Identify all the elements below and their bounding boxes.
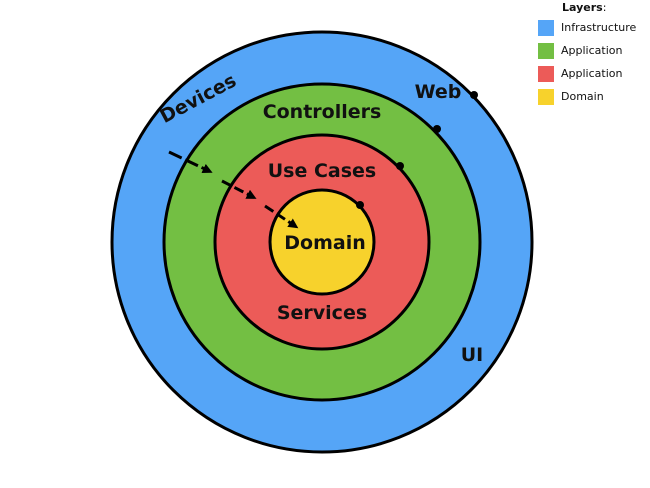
legend-item-application: Application	[538, 62, 650, 85]
legend-swatch	[538, 88, 554, 105]
legend-title-text: Layers	[562, 1, 603, 14]
edge-dot	[396, 162, 404, 170]
services-label: Services	[277, 302, 367, 324]
legend-item-infrastructure: Infrastructure	[538, 16, 650, 39]
web-label: Web	[415, 81, 462, 103]
legend: Layers: Infrastructure Application Appli…	[538, 0, 650, 108]
legend-title-colon: :	[602, 1, 607, 14]
domain-label: Domain	[284, 232, 365, 254]
legend-swatch	[538, 42, 554, 59]
legend-label: Application	[561, 43, 623, 57]
dependency-arrow	[168, 150, 213, 173]
domain-circle	[268, 188, 376, 296]
legend-item-domain: Domain	[538, 85, 650, 108]
use-cases-label: Use Cases	[268, 160, 377, 182]
edge-dot	[470, 91, 478, 99]
edge-dot	[356, 201, 364, 209]
legend-label: Domain	[561, 89, 604, 103]
legend-title: Layers:	[562, 0, 650, 16]
legend-swatch	[538, 65, 554, 82]
edge-dot	[433, 125, 441, 133]
legend-label: Application	[561, 66, 623, 80]
legend-swatch	[538, 19, 554, 36]
controllers-label: Controllers	[263, 101, 382, 123]
ui-label: UI	[461, 344, 484, 366]
dependency-arrow	[221, 179, 257, 199]
legend-item-application: Application	[538, 39, 650, 62]
legend-label: Infrastructure	[561, 20, 637, 34]
dependency-arrow	[264, 204, 299, 229]
